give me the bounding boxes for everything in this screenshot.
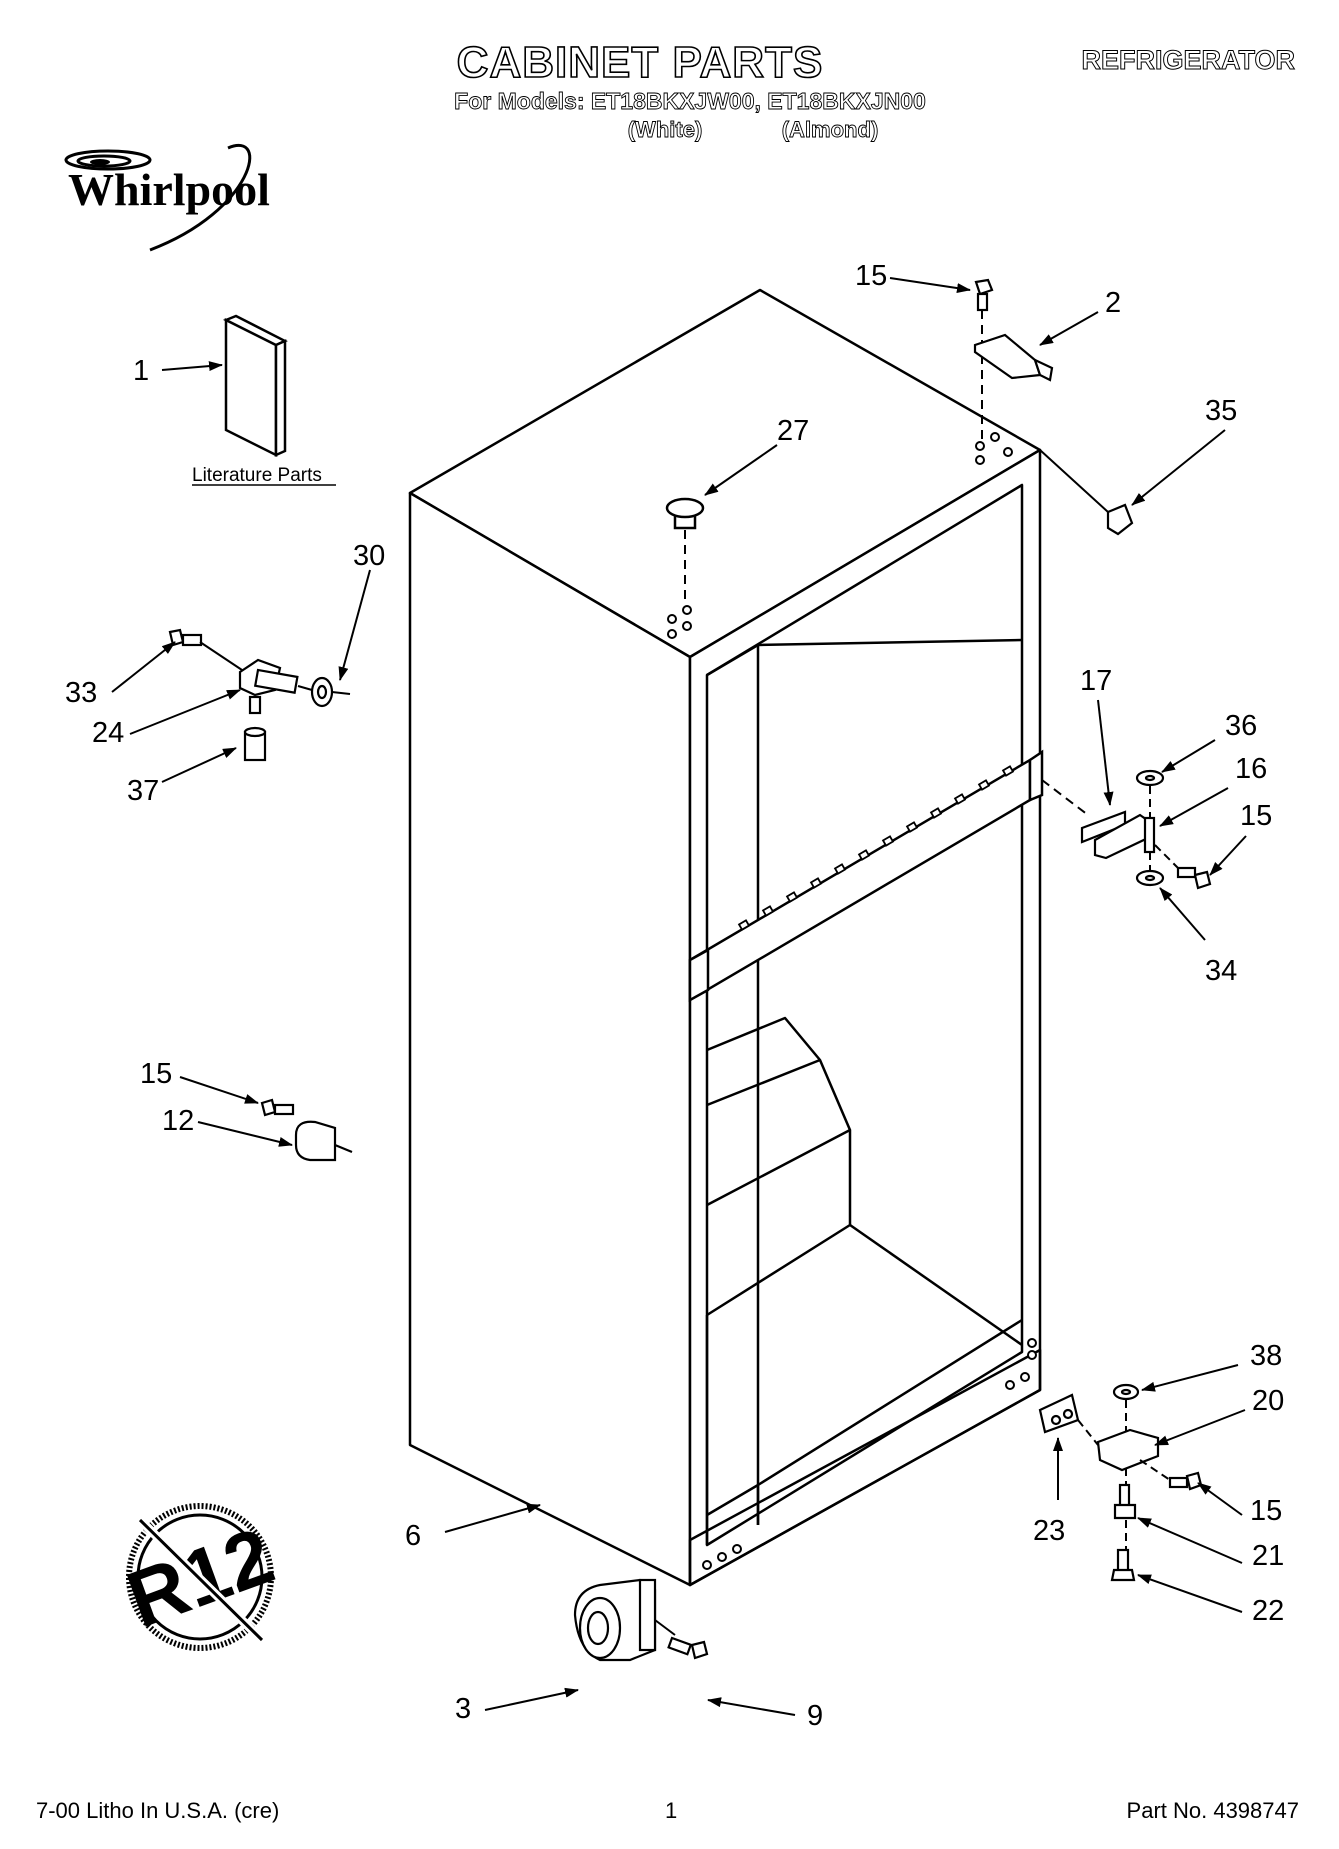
cap-35 — [1106, 503, 1134, 536]
screw-9 — [667, 1636, 709, 1660]
plug-27 — [665, 497, 705, 530]
literature-parts-label: Literature Parts — [192, 465, 322, 486]
callout-20: 20 — [1252, 1385, 1284, 1417]
callout-6: 6 — [405, 1520, 421, 1552]
hinge-cover-12 — [260, 1098, 353, 1162]
callout-16: 16 — [1235, 753, 1267, 785]
callout-38: 38 — [1250, 1340, 1282, 1372]
cabinet-holes — [667, 432, 1037, 1570]
callout-15-bottom: 15 — [1250, 1495, 1282, 1527]
refrigerator-cabinet — [408, 288, 1042, 1587]
footer-page-number: 1 — [665, 1798, 678, 1823]
hinge-bracket-2 — [973, 333, 1054, 382]
callout-23: 23 — [1033, 1515, 1065, 1547]
center-hinge-assembly — [1080, 769, 1212, 890]
footer-litho: 7-00 Litho In U.S.A. (cre) — [36, 1798, 280, 1823]
models-line: For Models: ET18BKXJW00, ET18BKXJN00 — [454, 88, 927, 115]
rail-slots — [737, 765, 1015, 931]
literature-booklet — [222, 314, 288, 458]
callout-2: 2 — [1105, 287, 1121, 319]
callout-numbers: 1 2 3 6 9 12 15 15 15 15 16 17 20 21 22 … — [65, 260, 1284, 1732]
callout-1: 1 — [133, 355, 149, 387]
callout-24: 24 — [92, 717, 124, 749]
top-left-hinge-assembly — [168, 628, 334, 762]
callout-34: 34 — [1205, 955, 1237, 987]
callout-leaders — [111, 277, 1247, 1716]
appliance-type: REFRIGERATOR — [1081, 45, 1296, 76]
screw-15-top — [974, 278, 994, 312]
page-title: CABINET PARTS — [456, 37, 824, 88]
variant-almond-label: (Almond) — [781, 117, 879, 143]
callout-36: 36 — [1225, 710, 1257, 742]
whirlpool-logo: Whirlpool — [64, 144, 270, 252]
callout-35: 35 — [1205, 395, 1237, 427]
callout-27: 27 — [777, 415, 809, 447]
callout-17: 17 — [1080, 665, 1112, 697]
bottom-hinge-assembly — [1038, 1383, 1203, 1582]
callout-33: 33 — [65, 677, 97, 709]
callout-9: 9 — [807, 1700, 823, 1732]
logo-text: Whirlpool — [68, 164, 270, 215]
callout-3: 3 — [455, 1693, 471, 1725]
callout-30: 30 — [353, 540, 385, 572]
callout-37: 37 — [127, 775, 159, 807]
footer-part-number: Part No. 4398747 — [1126, 1798, 1299, 1823]
callout-15-center: 15 — [1240, 800, 1272, 832]
callout-22: 22 — [1252, 1595, 1284, 1627]
callout-15-top: 15 — [855, 260, 887, 292]
callout-12: 12 — [162, 1105, 194, 1137]
no-r12-badge: R12 — [116, 1503, 284, 1651]
bottom-roller-3 — [573, 1578, 657, 1662]
callout-15-left: 15 — [140, 1058, 172, 1090]
variant-white-label: (White) — [627, 117, 703, 143]
callout-21: 21 — [1252, 1540, 1284, 1572]
